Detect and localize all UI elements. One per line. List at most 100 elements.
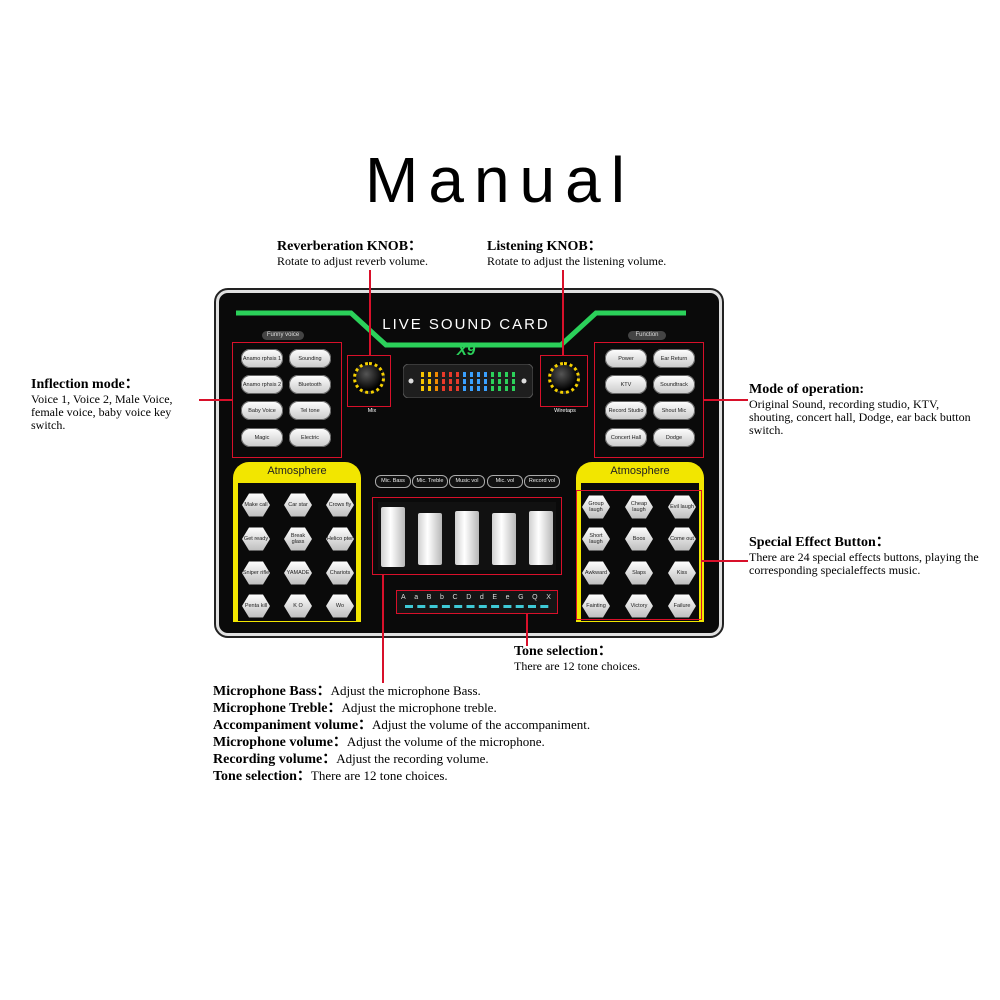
meter-led [449,372,452,377]
record-vol-fader[interactable] [529,511,553,565]
inflection-annotation-body: Voice 1, Voice 2, Male Voice, female voi… [31,392,173,432]
tone-button[interactable]: E [492,594,498,601]
function-button[interactable]: Power [605,349,647,368]
meter-led [449,379,452,384]
inflection-annotation: Inflection mode： Voice 1, Voice 2, Male … [31,377,201,432]
tone-annotation: Tone selection： There are 12 tone choice… [514,644,640,673]
wiretaps-label: Wiretaps [554,408,576,414]
effect-button[interactable]: Short laugh [582,527,610,551]
description-item: Microphone volume：Adjust the volume of t… [213,734,545,750]
tone-led [441,605,450,608]
effect-button[interactable]: Break glass [284,527,312,551]
effect-button[interactable]: Boos [625,527,653,551]
meter-led [512,386,515,391]
tone-led-strip [405,605,549,608]
mix-knob[interactable] [353,362,385,394]
voice-button[interactable]: Sounding [289,349,331,368]
function-button[interactable]: Concert Hall [605,428,647,447]
tone-button[interactable]: Q [532,594,538,601]
reverb-annotation: Reverberation KNOB： Rotate to adjust rev… [277,239,428,268]
function-button[interactable]: Dodge [653,428,695,447]
effect-button[interactable]: Helico pter [326,527,354,551]
funny-voice-label: Funny voice [262,331,304,340]
device-green-stripes [236,310,686,348]
effect-button[interactable]: Car star [284,493,312,517]
voice-button[interactable]: Electric [289,428,331,447]
function-button[interactable]: Shout Mic [653,401,695,420]
tone-button[interactable]: X [546,594,551,601]
tone-button[interactable]: C [452,594,458,601]
device-model: X9 [456,342,476,359]
meter-led [428,379,431,384]
mic-bass-fader[interactable] [381,507,405,567]
meter-led [512,372,515,377]
meter-led [442,386,445,391]
voice-button[interactable]: Anamo rphsis 2 [241,375,283,394]
reverb-annotation-head: Reverberation KNOB： [277,239,423,254]
tone-annotation-head: Tone selection： [514,644,612,659]
mode-connector [704,399,748,401]
function-panel [594,342,704,458]
tone-button[interactable]: b [440,594,444,601]
meter-led [505,386,508,391]
effect-button[interactable]: Get ready [242,527,270,551]
fader-panel [372,497,562,575]
function-button[interactable]: Record Studio [605,401,647,420]
fader-label: Mic. Treble [412,475,448,488]
tone-button[interactable]: B [426,594,432,601]
voice-button[interactable]: Anamo rphsis 1 [241,349,283,368]
meter-led [505,372,508,377]
fader-label: Mic. vol [487,475,523,488]
effect-button[interactable]: Group laugh [582,495,610,519]
function-button[interactable]: Soundtrack [653,375,695,394]
effect-button[interactable]: K O [284,594,312,618]
meter-led [435,372,438,377]
effect-button[interactable]: Victory [625,594,653,618]
music-vol-fader[interactable] [455,511,479,565]
wiretaps-knob[interactable] [548,362,580,394]
fader-label: Mic. Bass [375,475,411,488]
meter-led [484,372,487,377]
tone-button[interactable]: A [401,594,406,601]
effect-button[interactable]: Cheap laugh [625,495,653,519]
function-button[interactable]: KTV [605,375,647,394]
voice-button[interactable]: Tel tone [289,401,331,420]
tone-button[interactable]: G [518,594,524,601]
tone-button[interactable]: D [466,594,472,601]
effect-button[interactable]: Make call [242,493,270,517]
effect-button[interactable]: Penta kill [242,594,270,618]
effect-button[interactable]: Failure [668,594,696,618]
tone-button[interactable]: e [505,594,510,601]
page-title: Manual [365,144,635,216]
meter-led [421,379,424,384]
effect-button[interactable]: Sniper rifle [242,561,270,585]
effect-button[interactable]: Fainting [582,594,610,618]
mic-vol-fader[interactable] [492,513,516,565]
voice-button[interactable]: Baby Voice [241,401,283,420]
voice-button[interactable]: Magic [241,428,283,447]
effect-button[interactable]: Awkward [582,561,610,585]
tone-button[interactable]: d [479,594,484,601]
meter-led [491,379,494,384]
tone-led [417,605,426,608]
effect-button[interactable]: Slaps [625,561,653,585]
tone-led [466,605,475,608]
effect-button[interactable]: Evil laugh [668,495,696,519]
effect-button[interactable]: Kiss [668,561,696,585]
effect-button[interactable]: Wo [326,594,354,618]
effect-button[interactable]: Crows fly [326,493,354,517]
tone-led [429,605,438,608]
mic-treble-fader[interactable] [418,513,442,565]
meter-led [470,372,473,377]
description-item: Accompaniment volume：Adjust the volume o… [213,717,591,733]
meter-led [477,386,480,391]
listening-annotation-body: Rotate to adjust the listening volume. [487,254,667,268]
voice-button[interactable]: Bluetooth [289,375,331,394]
effect-button[interactable]: Chariots [326,561,354,585]
effect-button[interactable]: Come out [668,527,696,551]
inflection-connector [199,399,233,401]
effect-button[interactable]: YAMADE [284,561,312,585]
function-button[interactable]: Ear Return [653,349,695,368]
tone-button[interactable]: a [414,594,419,601]
description-list: Microphone Bass：Adjust the microphone Ba… [213,683,590,785]
